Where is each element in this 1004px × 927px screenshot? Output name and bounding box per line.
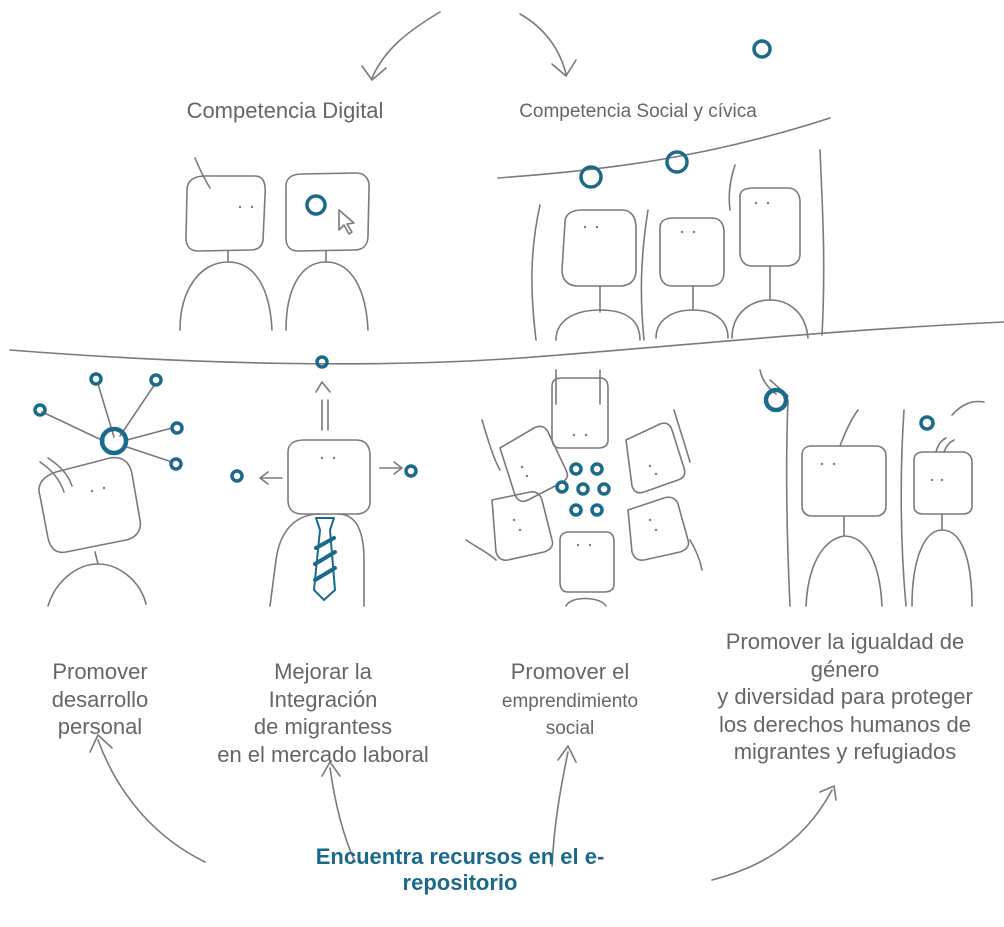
digital-figures xyxy=(179,157,370,331)
label-line: migrantes y refugiados xyxy=(733,739,957,764)
label-line: y diversidad para proteger xyxy=(717,684,973,709)
label-competencia-social-text: Competencia Social y cívica xyxy=(519,101,757,122)
cursor-icon xyxy=(338,209,355,235)
label-integracion-migrantes: Mejorar la Integración de migrantess en … xyxy=(178,658,468,768)
label-line: de migrantess xyxy=(253,714,393,739)
network-node-icon xyxy=(33,39,935,517)
emprendimiento-figure xyxy=(465,369,703,607)
integracion-figure xyxy=(259,381,403,607)
label-line: emprendimiento xyxy=(501,690,639,712)
cta-line: repositorio xyxy=(402,870,518,896)
label-emprendimiento-social: Promover el emprendimiento social xyxy=(470,658,670,741)
label-line: desarrollo xyxy=(51,686,149,712)
label-competencia-digital: Competencia Digital xyxy=(150,97,420,125)
desarrollo-figure xyxy=(38,383,173,607)
label-line: personal xyxy=(57,714,143,739)
horizon-line xyxy=(9,321,1004,365)
label-competencia-social: Competencia Social y cívica xyxy=(478,100,798,124)
igualdad-figure xyxy=(759,369,985,607)
label-competencia-digital-text: Competencia Digital xyxy=(186,98,384,123)
bottom-arrows xyxy=(89,734,837,881)
top-arrows xyxy=(361,11,577,81)
e-repositorio-link[interactable]: Encuentra recursos en el e- repositorio xyxy=(270,844,650,897)
label-line: Mejorar la xyxy=(274,659,372,684)
label-line: género xyxy=(810,656,880,682)
label-line: Promover el xyxy=(510,659,630,684)
label-line: los derechos humanos de xyxy=(719,711,971,737)
label-line: en el mercado laboral xyxy=(217,741,429,767)
necktie-icon xyxy=(313,517,337,601)
label-line: Promover la igualdad de xyxy=(725,629,965,654)
upper-wave-line xyxy=(497,117,831,179)
label-igualdad-genero: Promover la igualdad de género y diversi… xyxy=(690,628,1000,766)
social-figures xyxy=(531,149,825,341)
label-line: social xyxy=(545,718,595,740)
label-line: Integración xyxy=(268,686,378,712)
label-desarrollo-personal: Promover desarrollo personal xyxy=(20,658,180,741)
label-line: Promover xyxy=(52,659,148,684)
cta-line: Encuentra recursos en el e- xyxy=(315,844,605,869)
